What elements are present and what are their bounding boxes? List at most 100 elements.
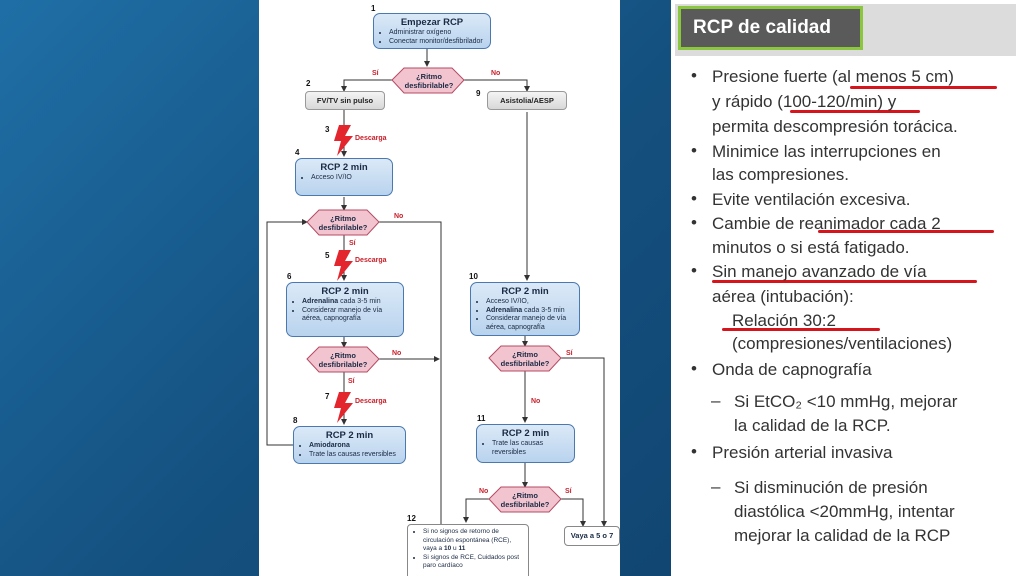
panel-text-line: las compresiones. [712,165,850,184]
bullet-icon: • [691,359,697,378]
box-item: Trate las causas reversibles [309,451,399,460]
box-item: Amiodarona [309,442,399,451]
box-item: Acceso IV/IO, [486,298,573,307]
shock-bolt-3 [334,392,353,423]
no-label: No [531,398,541,405]
decision-line: ¿Ritmo [330,214,356,223]
step-number: 5 [325,251,330,260]
cpr-box-4: RCP 2 min Acceso IV/IO [295,158,393,196]
underline-rescuer [818,230,994,233]
panel-text-line: diastólica <20mmHg, intentar [734,502,955,521]
decision-text-4: ¿Ritmo desfibrilable? [493,350,557,368]
flowchart-connectors [266,48,607,530]
yes-label: Sí [566,350,573,357]
panel-text-line: la calidad de la RCP. [734,416,891,435]
decision-text-3: ¿Ritmo desfibrilable? [311,351,375,369]
panel-text-line: Cambie de reanimador cada 2 [712,214,941,233]
underline-airway [712,280,977,283]
decision-line: desfibrilable? [500,359,550,368]
step-number: 1 [371,4,376,13]
box-item: Adrenalina cada 3-5 min [486,307,573,316]
panel-title: RCP de calidad [678,6,863,50]
panel-text-line: Onda de capnografía [712,360,872,379]
decision-line: desfibrilable? [318,360,368,369]
panel-text-line: Relación 30:2 [732,311,836,330]
decision-text-5: ¿Ritmo desfibrilable? [493,491,557,509]
bullet-icon: • [691,189,697,208]
box-item: Trate las causas reversibles [492,440,568,457]
step-number: 8 [293,416,298,425]
goto-5-or-7-box: Vaya a 5 o 7 [564,526,620,546]
decision-text-2: ¿Ritmo desfibrilable? [311,214,375,232]
box-item: Administrar oxígeno [389,29,484,38]
panel-text-line: Presión arterial invasiva [712,443,893,462]
box-item: Si signos de RCE, Cuidados post paro car… [423,554,522,571]
panel-text-line: Evite ventilación excesiva. [712,190,911,209]
quality-cpr-panel [671,0,1024,576]
yes-label: Sí [348,378,355,385]
no-label: No [392,350,402,357]
underline-rate [790,110,920,113]
panel-text-line: Minimice las interrupciones en [712,142,941,161]
bullet-icon: • [691,261,697,280]
shock-label: Descarga [355,398,387,405]
shock-bolt-2 [334,250,353,281]
cpr-box-11: RCP 2 min Trate las causas reversibles [476,424,575,463]
step-number: 9 [476,89,481,98]
cpr-flowchart: 1 Empezar RCP Administrar oxígeno Conect… [259,0,620,576]
step-number: 2 [306,79,311,88]
bullet-icon: • [691,442,697,461]
decision-diamond-5 [488,486,562,513]
decision-diamond-4 [488,345,562,372]
asystole-pea-box: Asistolia/AESP [487,91,567,110]
decision-line: ¿Ritmo [416,72,442,81]
yes-label: Sí [372,70,379,77]
panel-text-line: permita descompresión torácica. [712,117,958,136]
underline-5cm [850,86,997,89]
decision-line: desfibrilable? [318,223,368,232]
yes-label: Sí [349,240,356,247]
decision-line: ¿Ritmo [512,491,538,500]
box-item: Considerar manejo de vía aérea, capnogra… [302,307,397,324]
vf-vt-box: FV/TV sin pulso [305,91,385,110]
no-label: No [491,70,501,77]
step-number: 11 [477,414,486,423]
decision-text-1: ¿Ritmo desfibrilable? [397,72,461,90]
step-number: 7 [325,392,330,401]
box-item: Si no signos de retorno de circulación e… [423,528,522,554]
cpr-box-6: RCP 2 min Adrenalina cada 3-5 min Consid… [286,282,404,337]
bullet-icon: • [691,66,697,85]
panel-text-line: mejorar la calidad de la RCP [734,526,951,545]
bullet-icon: • [691,141,697,160]
box-title: RCP 2 min [501,286,549,297]
cpr-box-10: RCP 2 min Acceso IV/IO, Adrenalina cada … [470,282,580,336]
panel-text-line: y rápido (100-120/min) y [712,92,897,111]
shock-label: Descarga [355,257,387,264]
no-label: No [479,488,489,495]
box-title: RCP 2 min [321,286,369,297]
panel-text-line: Si disminución de presión [734,478,928,497]
outcome-box-12: Si no signos de retorno de circulación e… [407,524,529,576]
decision-diamond-2 [306,209,380,236]
decision-diamond-1 [391,67,465,94]
dash-icon: – [711,477,721,496]
box-title: RCP 2 min [320,162,368,173]
box-title: RCP 2 min [325,430,374,441]
step-number: 3 [325,125,330,134]
panel-text-line: aérea (intubación): [712,287,854,306]
yes-label: Sí [565,488,572,495]
step-number: 6 [287,272,292,281]
underline-ratio [722,328,880,331]
start-cpr-box: Empezar RCP Administrar oxígeno Conectar… [373,13,491,49]
decision-line: ¿Ritmo [512,350,538,359]
step-number: 10 [469,272,478,281]
decision-diamond-3 [306,346,380,373]
bullet-icon: • [691,213,697,232]
box-item: Acceso IV/IO [311,174,386,183]
dash-icon: – [711,391,721,410]
panel-text-line: Presione fuerte (al menos 5 cm) [712,67,954,86]
box-item: Adrenalina cada 3-5 min [302,298,397,307]
cpr-box-8: RCP 2 min Amiodarona Trate las causas re… [293,426,406,464]
no-label: No [394,213,404,220]
step-number: 12 [407,514,416,523]
